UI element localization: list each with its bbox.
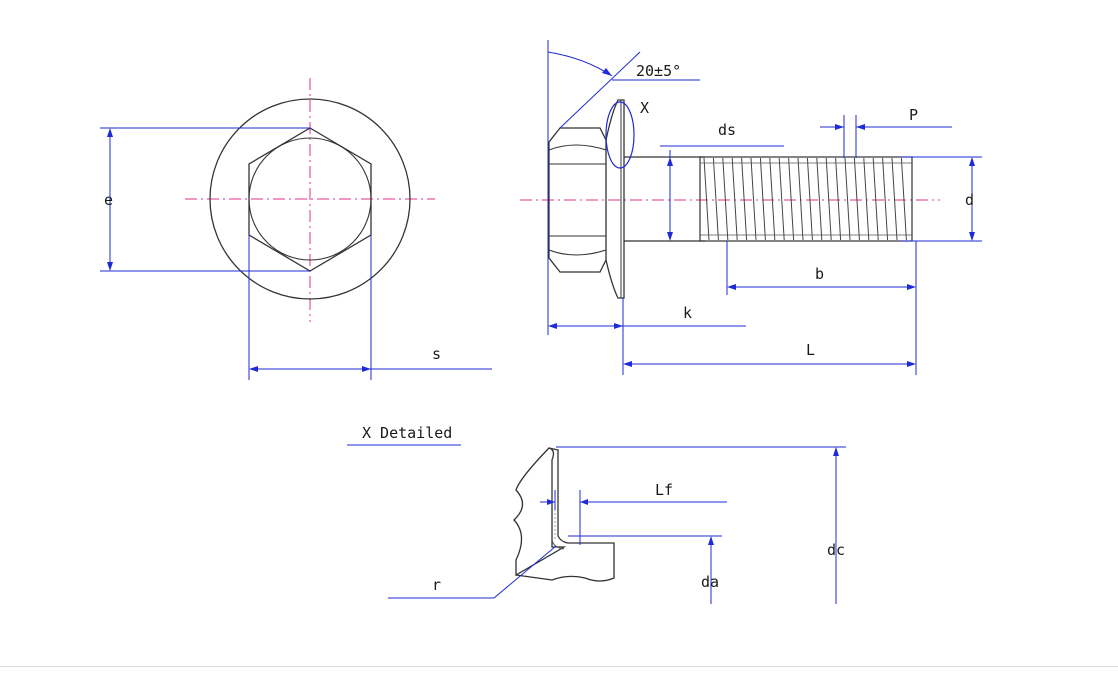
s-arrow-right <box>362 366 371 372</box>
angle-label: 20±5° <box>636 62 681 80</box>
hex-inner-circle <box>248 137 372 261</box>
thread-crest-line <box>741 157 748 241</box>
k-label: k <box>683 304 692 322</box>
d-label: d <box>965 191 974 209</box>
bolt-side-view: X 20±5° ds P d b <box>520 40 982 375</box>
thread-crest-lines <box>703 157 907 241</box>
e-arrow-top <box>107 128 113 137</box>
L-arrow-left <box>623 361 632 367</box>
pitch-arrow-left <box>835 124 844 130</box>
thread-crest-line <box>900 157 907 241</box>
thread-crest-line <box>797 157 804 241</box>
b-label: b <box>815 265 824 283</box>
ds-arrow-top <box>667 157 673 166</box>
angle-flank-line <box>559 51 641 129</box>
detail-part-outline <box>513 447 567 577</box>
k-arrow-left <box>548 323 557 329</box>
L-arrow-right <box>907 361 916 367</box>
thread-crest-line <box>863 157 870 241</box>
thread-crest-line <box>806 157 813 241</box>
thread-crest-line <box>731 157 738 241</box>
thread-crest-line <box>853 157 860 241</box>
detail-flange-face <box>515 447 615 582</box>
Lf-arrow-left <box>547 499 555 505</box>
thread-crest-line <box>816 157 823 241</box>
hex-head-side-outline <box>548 127 607 273</box>
bottom-divider <box>0 666 1118 678</box>
e-label: e <box>104 191 113 209</box>
thread-crest-line <box>835 157 842 241</box>
thread-crest-line <box>703 157 710 241</box>
detail-title: X Detailed <box>362 424 452 442</box>
pitch-arrow-right <box>856 124 865 130</box>
thread-crest-line <box>825 157 832 241</box>
e-arrow-bottom <box>107 262 113 271</box>
L-label: L <box>806 341 815 359</box>
thread-crest-line <box>891 157 898 241</box>
thread-crest-line <box>844 157 851 241</box>
s-label: s <box>432 345 441 363</box>
x-detail-view: X Detailed dc Lf da r <box>347 424 846 604</box>
thread-crest-line <box>722 157 729 241</box>
hex-head-chamfer-bottom <box>548 249 607 256</box>
ds-arrow-bottom <box>667 232 673 241</box>
thread-crest-line <box>759 157 766 241</box>
k-arrow-right <box>614 323 623 329</box>
flange-outer-circle <box>209 98 411 300</box>
dc-arrow-top <box>833 447 839 456</box>
r-leader-diagonal <box>493 545 557 599</box>
da-label: da <box>701 573 719 591</box>
thread-crest-line <box>872 157 879 241</box>
head-front-view: e s <box>100 78 492 380</box>
dc-label: dc <box>827 541 845 559</box>
b-arrow-right <box>907 284 916 290</box>
hex-head-chamfer-top <box>548 144 607 151</box>
thread-crest-line <box>712 157 719 241</box>
da-arrow-top <box>708 536 714 545</box>
thread-crest-line <box>788 157 795 241</box>
angle-arc <box>547 51 613 77</box>
flange-side-outline <box>605 99 625 299</box>
pitch-label: P <box>909 106 918 124</box>
Lf-label: Lf <box>655 481 673 499</box>
b-arrow-left <box>727 284 736 290</box>
d-arrow-bottom <box>969 232 975 241</box>
thread-crest-line <box>778 157 785 241</box>
ds-label: ds <box>718 121 736 139</box>
angle-arc-arrow <box>602 68 612 76</box>
thread-crest-line <box>750 157 757 241</box>
r-label: r <box>432 576 441 594</box>
thread-body <box>699 156 913 242</box>
Lf-arrow-right <box>580 499 588 505</box>
d-arrow-top <box>969 157 975 166</box>
x-callout-label: X <box>640 99 649 117</box>
thread-crest-line <box>882 157 889 241</box>
thread-crest-line <box>769 157 776 241</box>
x-detail-callout-ellipse <box>605 101 635 169</box>
s-arrow-left <box>249 366 258 372</box>
